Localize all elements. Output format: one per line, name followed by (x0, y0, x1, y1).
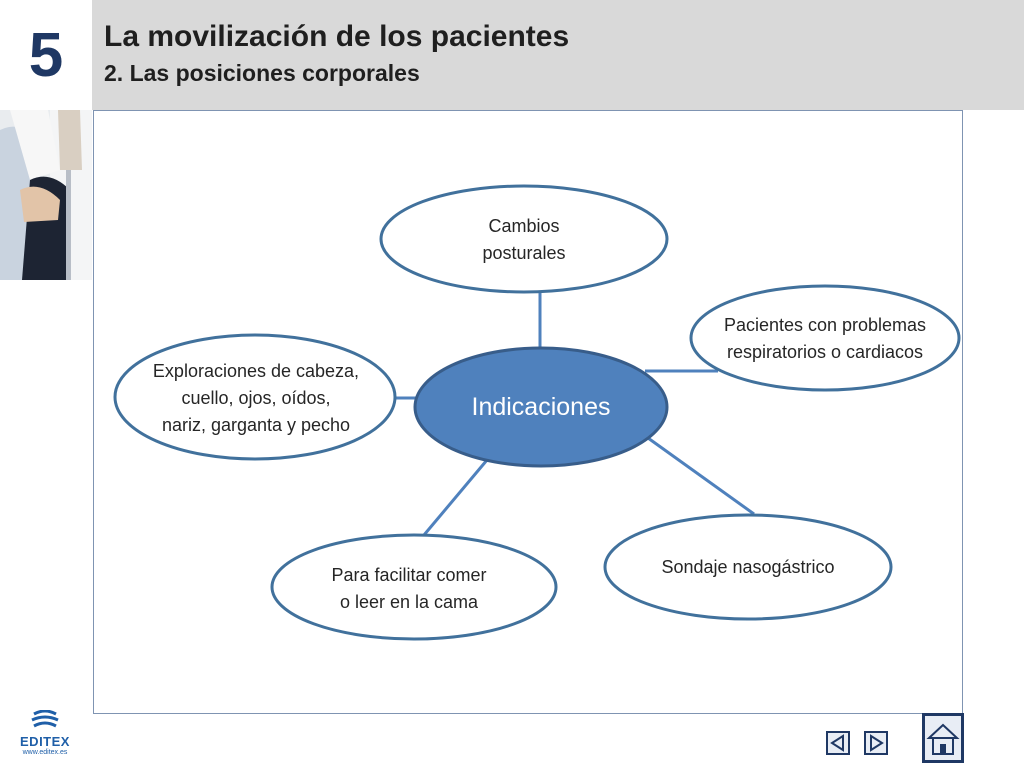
node-bottom-left-ellipse (270, 533, 558, 641)
node-bottom-left-label: Para facilitar comer o leer en la cama (331, 565, 487, 612)
triangle-left-icon (830, 734, 844, 752)
patient-photo (0, 110, 92, 280)
node-top-label: Cambios posturales (482, 216, 566, 263)
page-title: La movilización de los pacientes (104, 20, 570, 53)
header-bar (0, 0, 1024, 110)
node-top-ellipse (379, 184, 669, 294)
node-bottom-right-ellipse (603, 513, 893, 621)
editex-logo: EDITEX www.editex.es (14, 709, 76, 760)
node-right-top-label: Pacientes con problemas respiratorios o … (723, 315, 927, 362)
center-node-ellipse (413, 346, 669, 468)
page-subtitle: 2. Las posiciones corporales (104, 60, 420, 86)
center-node-label: Indicaciones (471, 393, 611, 421)
connector-bottom-left (422, 459, 489, 536)
home-button[interactable] (922, 713, 964, 763)
next-slide-button[interactable] (864, 731, 888, 755)
editex-logo-mark (31, 709, 59, 728)
node-left-label: Exploraciones de cabeza, cuello, ojos, o… (152, 361, 360, 435)
logo-text: EDITEX (20, 734, 70, 749)
home-icon (926, 723, 960, 755)
node-bottom-right-label: Sondaje nasogástrico (661, 557, 835, 577)
triangle-right-icon (870, 734, 884, 752)
logo-url: www.editex.es (22, 749, 68, 756)
connector-bottom-right (647, 436, 755, 516)
node-right-top-ellipse (689, 284, 961, 392)
chapter-badge: 5 (0, 0, 92, 110)
chapter-number: 5 (28, 21, 64, 90)
node-left-ellipse (113, 333, 397, 461)
previous-slide-button[interactable] (826, 731, 850, 755)
